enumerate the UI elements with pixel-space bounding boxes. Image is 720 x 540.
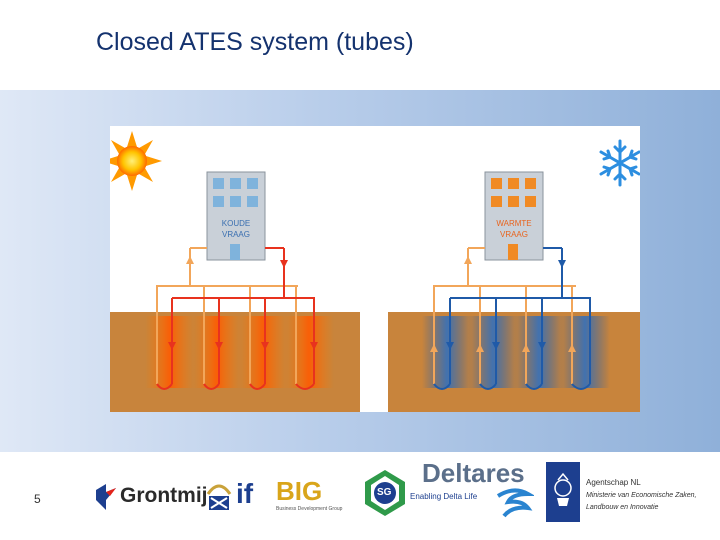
sg-wordmark: SG [377,487,392,498]
logo-strip: Grontmij if BIG Business Development Gro… [90,456,720,540]
ates-diagram: KOUDE VRAAG WARMTE VRAAG [110,126,640,412]
building-left-label-line2: VRAAG [222,230,250,239]
ates-diagram-svg: KOUDE VRAAG WARMTE VRAAG [110,131,640,412]
arrows-right [430,256,576,352]
sg-badge-icon [365,470,405,516]
rijksoverheid-emblem-icon [546,462,580,522]
pipes-right [433,247,591,390]
if-mark-icon [206,484,232,510]
grontmij-logo: Grontmij [92,478,208,518]
deltares-wave-icon [496,488,534,518]
building-left [206,171,266,261]
arrows-left [168,256,318,350]
pipes-left [156,247,315,390]
deltares-logo: Deltares Enabling Delta Life [410,458,542,536]
deltares-wordmark: Deltares [422,458,525,488]
page-number: 5 [34,492,41,506]
sun-icon [110,131,162,191]
agentschap-line2: Ministerie van Economische Zaken, [586,492,697,499]
warm-glow-group [145,316,334,388]
grontmij-mark-icon [96,484,116,510]
big-logo: BIG Business Development Group [276,476,360,520]
agentschap-logo: Agentschap NL Ministerie van Economische… [546,462,716,526]
snowflake-icon [599,139,640,187]
agentschap-line1: Agentschap NL [586,478,641,487]
building-right [484,171,544,261]
sg-logo: SG [362,468,408,518]
building-left-label-line1: KOUDE [222,219,250,228]
big-wordmark: BIG [276,476,323,506]
agentschap-line3: Landbouw en Innovatie [586,504,659,511]
deltares-tagline: Enabling Delta Life [410,492,478,501]
grontmij-wordmark: Grontmij [120,484,208,507]
if-wordmark: if [236,478,254,509]
building-right-label-line2: VRAAG [500,230,528,239]
if-logo: if [206,474,272,518]
big-subtitle: Business Development Group [276,506,343,512]
slide-title: Closed ATES system (tubes) [96,28,414,56]
building-right-label-line1: WARMTE [496,219,531,228]
